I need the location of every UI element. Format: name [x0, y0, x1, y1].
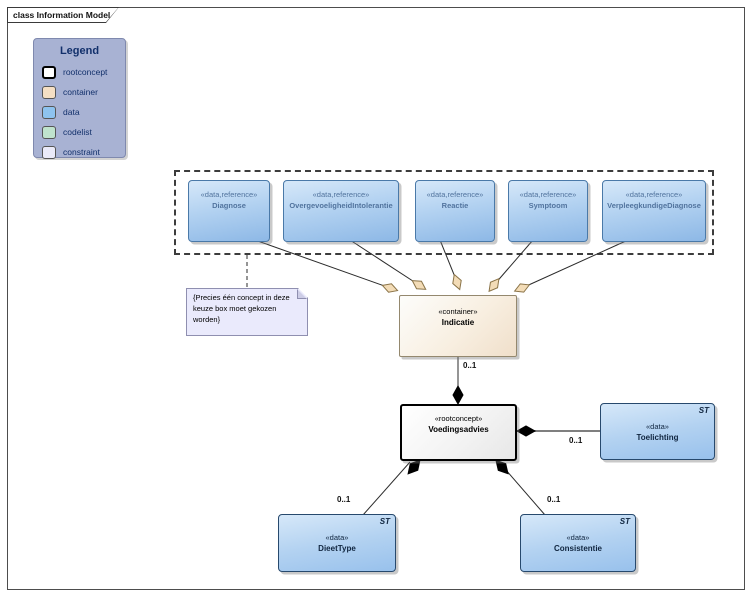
aggregation-line-verpleegkundigediagnose [521, 239, 629, 289]
st-tag-label: ST [619, 517, 630, 526]
class-name: OvergevoeligheidIntolerantie [289, 201, 393, 210]
class-name: VerpleegkundigeDiagnose [607, 201, 701, 210]
class-name: Diagnose [212, 201, 246, 210]
legend-label: rootconcept [63, 67, 108, 77]
class-name: Symptoom [528, 201, 568, 210]
codelist-swatch-icon [42, 125, 56, 139]
class-name: Voedingsadvies [428, 425, 489, 434]
aggregation-line-symptoom [493, 239, 534, 286]
st-tag-label: ST [379, 517, 390, 526]
composition-diamond-icon [407, 459, 421, 475]
note-text: {Precies één concept in deze keuze box m… [193, 293, 290, 324]
aggregation-diamond-icon [452, 273, 462, 291]
constraint-note[interactable]: {Precies één concept in deze keuze box m… [186, 288, 308, 336]
composition-line-dieettype [362, 461, 411, 516]
rootconcept-swatch-icon [42, 65, 56, 79]
aggregation-diamond-icon [513, 283, 531, 293]
class-box-diagnose[interactable]: «data,reference» Diagnose [188, 180, 270, 242]
frame-title: class Information Model [8, 8, 118, 22]
aggregation-line-overgevoeligheid [349, 239, 420, 286]
class-box-voedingsadvies[interactable]: «rootconcept» Voedingsadvies [400, 404, 517, 461]
class-box-overgevoeligheidintolerantie[interactable]: «data,reference» OvergevoeligheidIntoler… [283, 180, 399, 242]
aggregation-diamond-icon [488, 277, 500, 293]
stereotype-label: «data» [566, 533, 590, 542]
stereotype-label: «data» [646, 421, 669, 431]
legend-title: Legend [59, 45, 100, 57]
legend: Legend rootconcept container data codeli… [33, 38, 126, 159]
class-name: Reactie [441, 201, 469, 210]
composition-diamond-icon [452, 384, 464, 406]
legend-item-data: data [34, 102, 125, 122]
legend-item-codelist: codelist [34, 122, 125, 142]
class-name: Indicatie [441, 318, 475, 327]
stereotype-label: «rootconcept» [434, 414, 483, 423]
container-swatch-icon [42, 85, 56, 99]
legend-label: codelist [63, 127, 92, 137]
multiplicity-label: 0..1 [463, 361, 477, 370]
class-box-toelichting[interactable]: ST «data» Toelichting [600, 403, 715, 460]
constraint-swatch-icon [42, 145, 56, 159]
aggregation-diamond-icon [411, 280, 427, 290]
class-name: Consistentie [553, 544, 602, 553]
stereotype-label: «data,reference» [312, 190, 370, 199]
class-name: DieetType [318, 544, 356, 553]
legend-item-container: container [34, 82, 125, 102]
multiplicity-label: 0..1 [337, 495, 351, 504]
class-box-indicatie[interactable]: «container» Indicatie [399, 295, 517, 357]
legend-label: container [63, 87, 98, 97]
class-box-verpleegkundigediagnose[interactable]: «data,reference» VerpleegkundigeDiagnose [602, 180, 706, 242]
class-box-dieettype[interactable]: ST «data» DieetType [278, 514, 396, 572]
stereotype-label: «container» [438, 307, 478, 316]
frame-tab: class Information Model [7, 7, 119, 23]
legend-label: data [63, 107, 80, 117]
stereotype-label: «data,reference» [625, 190, 683, 199]
class-box-symptoom[interactable]: «data,reference» Symptoom [508, 180, 588, 242]
class-name: Toelichting [636, 432, 679, 442]
data-swatch-icon [42, 105, 56, 119]
class-box-reactie[interactable]: «data,reference» Reactie [415, 180, 495, 242]
stereotype-label: «data,reference» [426, 190, 484, 199]
stereotype-label: «data,reference» [200, 190, 258, 199]
legend-label: constraint [63, 147, 100, 157]
multiplicity-label: 0..1 [547, 495, 561, 504]
composition-diamond-icon [515, 425, 537, 437]
stereotype-label: «data,reference» [519, 190, 577, 199]
aggregation-diamond-icon [381, 283, 399, 293]
multiplicity-label: 0..1 [569, 436, 583, 445]
st-tag-label: ST [698, 406, 709, 415]
stereotype-label: «data» [325, 533, 349, 542]
diagram-frame [7, 7, 745, 590]
legend-item-rootconcept: rootconcept [34, 62, 125, 82]
composition-diamond-icon [495, 459, 509, 475]
class-box-consistentie[interactable]: ST «data» Consistentie [520, 514, 636, 572]
legend-rows: rootconcept container data codelist cons… [34, 62, 125, 162]
note-fold-icon [297, 289, 307, 299]
legend-item-constraint: constraint [34, 142, 125, 162]
aggregation-line-diagnose [254, 239, 391, 289]
choice-group-box [174, 170, 714, 255]
